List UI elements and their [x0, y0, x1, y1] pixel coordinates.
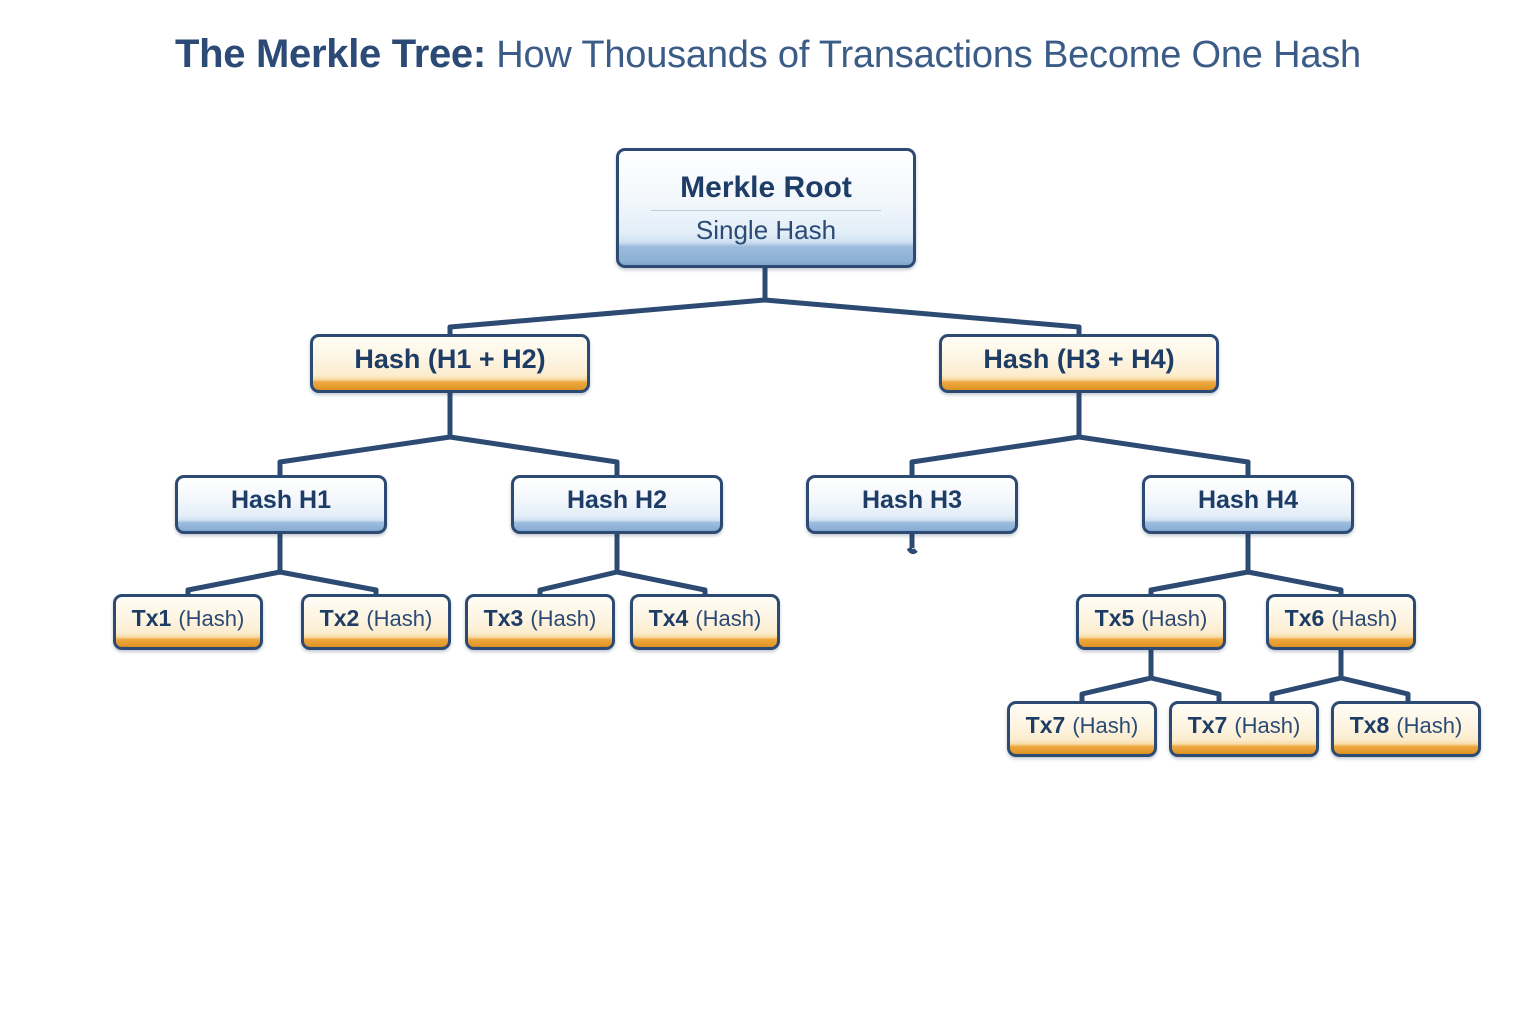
connector-h3h4-to-h4 [1078, 434, 1251, 475]
hash-h4-label: Hash H4 [1197, 486, 1299, 515]
tx8-hash: (Hash) [1396, 712, 1463, 738]
connector-h2-to-tx3 [537, 569, 618, 596]
node-merkle-root[interactable]: Merkle Root Single Hash [616, 148, 916, 268]
node-hash-h1[interactable]: Hash H1 [175, 475, 387, 534]
tx7-b-id: Tx7 [1187, 712, 1228, 738]
merkle-root-title: Merkle Root [680, 171, 852, 205]
node-tx3[interactable]: Tx3 (Hash) [465, 594, 615, 650]
connector-h1-to-tx1 [185, 569, 281, 596]
tx1-hash: (Hash) [178, 605, 245, 631]
node-hash-h3-h4[interactable]: Hash (H3 + H4) [939, 334, 1219, 393]
connector-h4-to-tx6 [1247, 569, 1344, 596]
tx5-hash: (Hash) [1141, 605, 1208, 631]
node-hash-h3[interactable]: Hash H3 [806, 475, 1018, 534]
tx3-id: Tx3 [483, 605, 524, 631]
connector-h3-orphan-hook [906, 546, 918, 555]
tx3-hash: (Hash) [530, 605, 597, 631]
connector-h1-to-tx2 [279, 569, 379, 596]
node-tx4[interactable]: Tx4 (Hash) [630, 594, 780, 650]
hash-h3-h4-label: Hash (H3 + H4) [983, 344, 1175, 375]
connector-tx6-to-tx8 [1340, 675, 1411, 702]
connector-h1h2-to-h2 [449, 434, 620, 475]
merkle-root-divider [651, 210, 881, 212]
connector-root-to-h1h2 [447, 297, 766, 334]
connector-h1h2-to-h1 [277, 434, 451, 475]
tx7-a-hash: (Hash) [1072, 712, 1139, 738]
hash-h3-label: Hash H3 [861, 486, 963, 515]
node-tx8[interactable]: Tx8 (Hash) [1331, 701, 1481, 757]
tx2-id: Tx2 [319, 605, 360, 631]
merkle-root-subtitle: Single Hash [695, 215, 837, 246]
tx7-a-id: Tx7 [1025, 712, 1066, 738]
tx6-id: Tx6 [1284, 605, 1325, 631]
tx4-id: Tx4 [648, 605, 689, 631]
node-tx5[interactable]: Tx5 (Hash) [1076, 594, 1226, 650]
tx6-hash: (Hash) [1331, 605, 1398, 631]
tx5-id: Tx5 [1094, 605, 1135, 631]
connector-tx5-to-tx7b [1150, 675, 1222, 702]
tx4-hash: (Hash) [695, 605, 762, 631]
node-hash-h1-h2[interactable]: Hash (H1 + H2) [310, 334, 590, 393]
node-tx7-a[interactable]: Tx7 (Hash) [1007, 701, 1157, 757]
node-tx7-b[interactable]: Tx7 (Hash) [1169, 701, 1319, 757]
title-light: How Thousands of Transactions Become One… [485, 34, 1361, 76]
tx1-id: Tx1 [131, 605, 172, 631]
connector-h3h4-to-h3 [909, 434, 1080, 475]
connector-h4-to-tx5 [1148, 569, 1249, 596]
connector-root-to-h3h4 [764, 297, 1082, 334]
connector-h2-to-tx4 [616, 569, 708, 596]
node-hash-h2[interactable]: Hash H2 [511, 475, 723, 534]
tx8-id: Tx8 [1349, 712, 1390, 738]
node-hash-h4[interactable]: Hash H4 [1142, 475, 1354, 534]
connector-tx5-to-tx7a [1079, 675, 1152, 702]
node-tx2[interactable]: Tx2 (Hash) [301, 594, 451, 650]
hash-h1-label: Hash H1 [230, 486, 332, 515]
node-tx6[interactable]: Tx6 (Hash) [1266, 594, 1416, 650]
connector-tx6-to-tx7b [1269, 675, 1342, 702]
page-title: The Merkle Tree: How Thousands of Transa… [0, 32, 1536, 77]
hash-h2-label: Hash H2 [566, 486, 668, 515]
node-tx1[interactable]: Tx1 (Hash) [113, 594, 263, 650]
hash-h1-h2-label: Hash (H1 + H2) [354, 344, 546, 375]
tx2-hash: (Hash) [366, 605, 433, 631]
tx7-b-hash: (Hash) [1234, 712, 1301, 738]
title-strong: The Merkle Tree: [174, 32, 486, 76]
